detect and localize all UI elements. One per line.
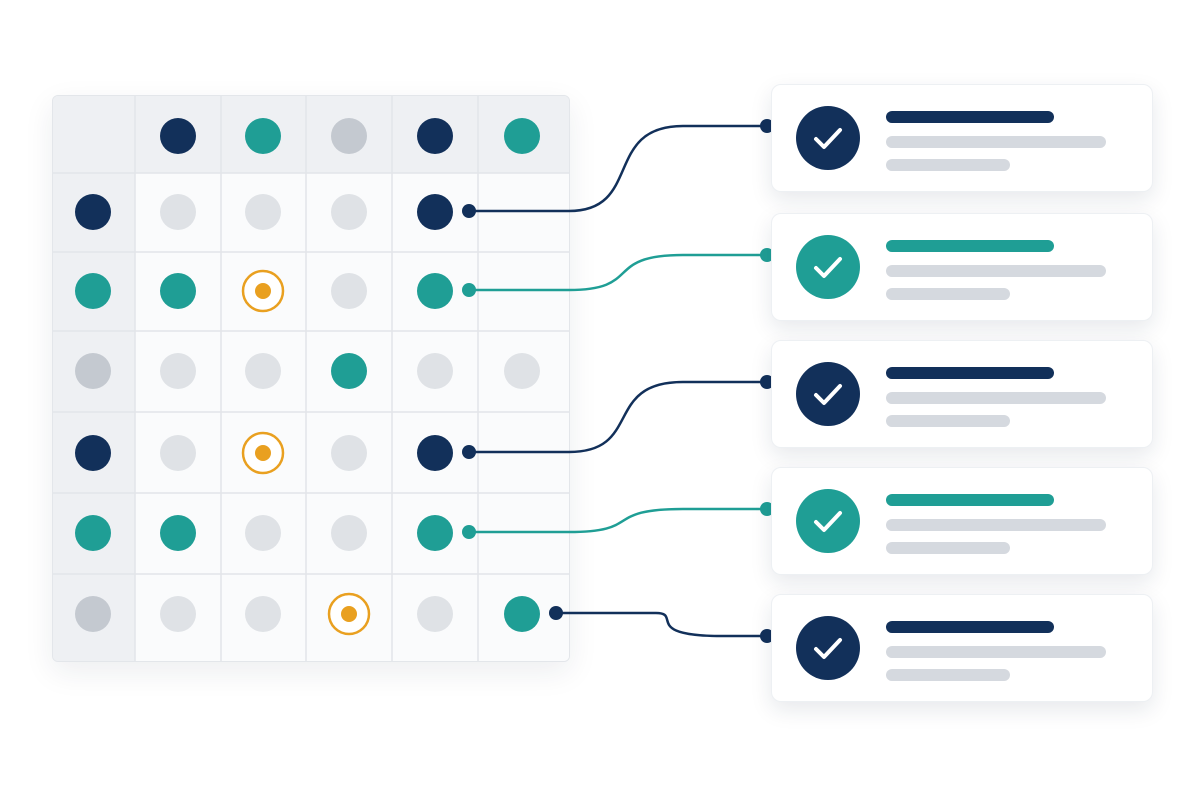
card-title-placeholder	[886, 240, 1054, 252]
matrix-dot-light	[417, 353, 453, 389]
card-text-placeholder	[886, 288, 1010, 300]
card-text-placeholder	[886, 415, 1010, 427]
target-core-dot	[341, 606, 357, 622]
result-card[interactable]	[771, 213, 1153, 321]
result-card[interactable]	[771, 84, 1153, 192]
card-title-placeholder	[886, 621, 1054, 633]
matrix-dot-light	[331, 194, 367, 230]
matrix-dot-teal	[417, 273, 453, 309]
matrix-dot-light	[331, 435, 367, 471]
matrix-dot-teal	[504, 118, 540, 154]
card-title-placeholder	[886, 367, 1054, 379]
matrix-dot-light	[245, 353, 281, 389]
matrix-dot-navy	[417, 118, 453, 154]
check-icon	[796, 616, 860, 680]
check-icon	[796, 106, 860, 170]
matrix-dot-light	[245, 596, 281, 632]
matrix-dot-light	[504, 353, 540, 389]
matrix-dot-teal	[504, 596, 540, 632]
matrix-grid	[53, 96, 569, 661]
matrix-dot-teal	[75, 515, 111, 551]
matrix-dot-light	[331, 515, 367, 551]
matrix-dot-gray	[75, 596, 111, 632]
matrix-dot-teal	[75, 273, 111, 309]
matrix-dot-light	[331, 273, 367, 309]
card-text-placeholder	[886, 542, 1010, 554]
matrix-dot-light	[160, 194, 196, 230]
matrix-dot-light	[245, 515, 281, 551]
matrix-dot-light	[160, 596, 196, 632]
matrix-dot-navy	[75, 435, 111, 471]
target-core-dot	[255, 445, 271, 461]
matrix-dot-navy	[417, 435, 453, 471]
result-card[interactable]	[771, 594, 1153, 702]
matrix-dot-light	[245, 194, 281, 230]
matrix-dot-teal	[417, 515, 453, 551]
matrix-dot-light	[160, 353, 196, 389]
body-cells-bg	[135, 173, 569, 661]
card-title-placeholder	[886, 494, 1054, 506]
matrix-panel	[52, 95, 570, 662]
check-icon	[796, 235, 860, 299]
matrix-dot-navy	[160, 118, 196, 154]
card-text-placeholder	[886, 159, 1010, 171]
matrix-dot-teal	[245, 118, 281, 154]
matrix-dot-teal	[160, 515, 196, 551]
check-icon	[796, 362, 860, 426]
matrix-dot-light	[160, 435, 196, 471]
card-text-placeholder	[886, 136, 1106, 148]
card-title-placeholder	[886, 111, 1054, 123]
result-card[interactable]	[771, 340, 1153, 448]
matrix-dot-light	[417, 596, 453, 632]
matrix-dot-teal	[160, 273, 196, 309]
matrix-dot-navy	[75, 194, 111, 230]
card-text-placeholder	[886, 392, 1106, 404]
check-icon	[796, 489, 860, 553]
target-core-dot	[255, 283, 271, 299]
matrix-dot-gray	[331, 118, 367, 154]
matrix-dot-navy	[417, 194, 453, 230]
card-text-placeholder	[886, 519, 1106, 531]
card-text-placeholder	[886, 646, 1106, 658]
connector-line	[556, 611, 767, 638]
card-text-placeholder	[886, 265, 1106, 277]
result-card[interactable]	[771, 467, 1153, 575]
matrix-dot-gray	[75, 353, 111, 389]
matrix-dot-teal	[331, 353, 367, 389]
card-text-placeholder	[886, 669, 1010, 681]
